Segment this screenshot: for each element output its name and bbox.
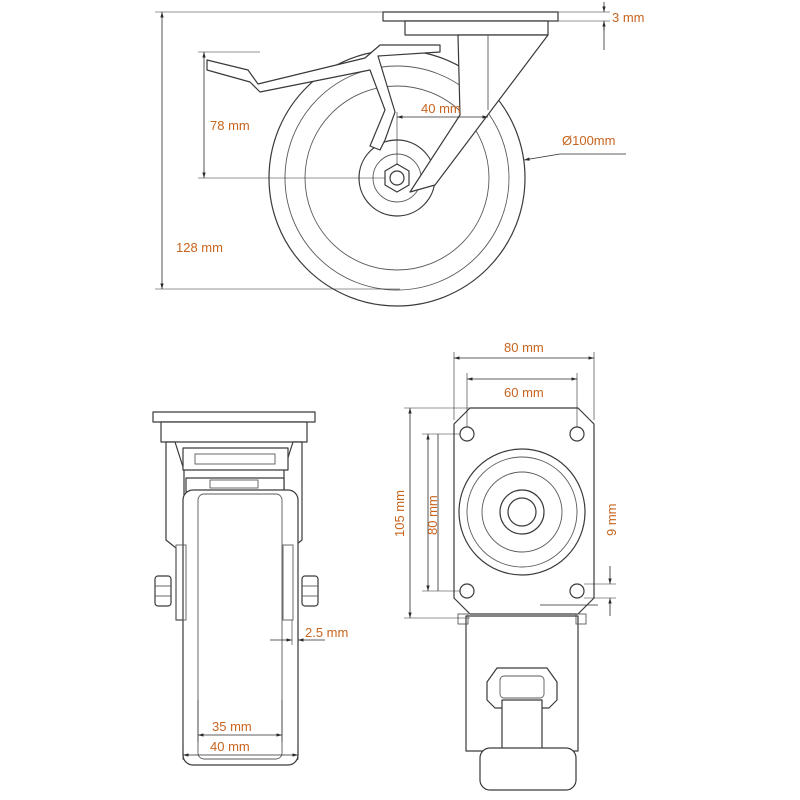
front-wheel-tread [197, 493, 283, 760]
dim-plate-thickness: 3 mm [612, 10, 645, 25]
mount-hole-bottom-right [569, 583, 585, 599]
front-brake [182, 447, 289, 471]
front-view: 2.5 mm 35 mm 40 mm [152, 411, 348, 766]
side-axle-nut [384, 163, 410, 193]
side-brake-arm [206, 44, 441, 151]
dim-wheel-diameter: Ø100mm [562, 133, 615, 148]
front-top-plate [152, 411, 316, 423]
side-axle-bolt [389, 170, 405, 186]
side-top-plate [382, 11, 559, 22]
dim-swivel-offset: 40 mm [421, 101, 461, 116]
top-swivel-race-outer [458, 448, 586, 576]
side-fork [409, 34, 549, 193]
dim-hole-spacing-y: 80 mm [425, 495, 440, 535]
side-view: 3 mm 78 mm 40 mm Ø100mm 128 mm [155, 2, 645, 307]
top-view: 80 mm 60 mm 105 mm 80 mm 9 mm [392, 340, 619, 791]
dim-total-height: 128 mm [176, 240, 223, 255]
dim-axle-height: 78 mm [210, 118, 250, 133]
dim-hole-diameter: 9 mm [604, 504, 619, 537]
dim-wheel-width: 40 mm [210, 739, 250, 754]
side-swivel-bearing [404, 20, 549, 36]
dim-fork-gap: 2.5 mm [305, 625, 348, 640]
dim-plate-width: 80 mm [504, 340, 544, 355]
dim-hole-spacing-x: 60 mm [504, 385, 544, 400]
top-kingpin [507, 497, 537, 527]
dim-tread-width: 35 mm [212, 719, 252, 734]
front-axle-nut-left [154, 575, 172, 607]
top-wheel [479, 747, 577, 791]
dim-plate-length: 105 mm [392, 490, 407, 537]
top-plate-outline [453, 407, 595, 615]
front-axle-nut-right [301, 575, 319, 607]
